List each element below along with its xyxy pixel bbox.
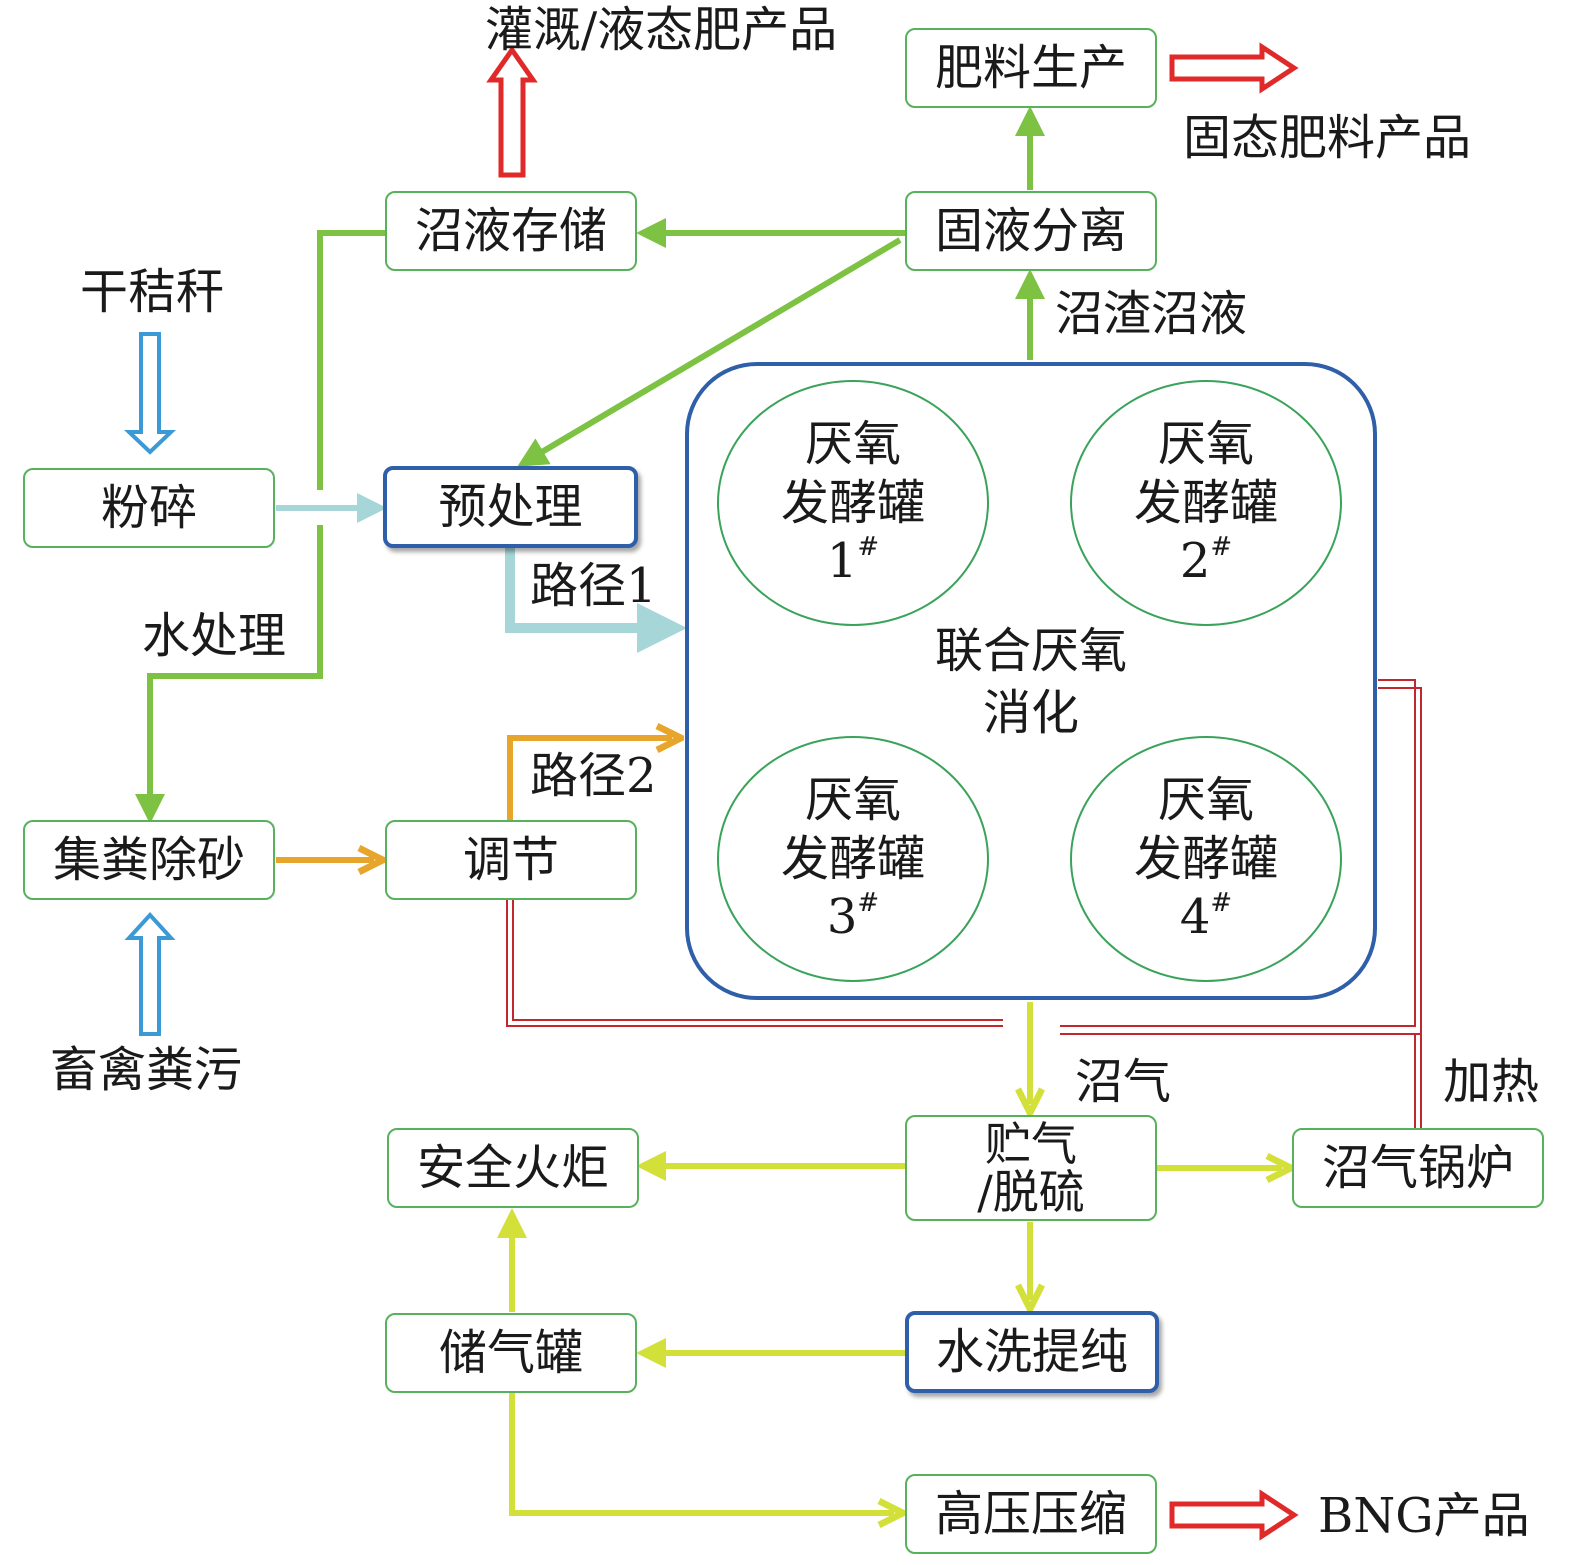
arrow-route2 (507, 738, 672, 820)
bng-product-label: BNG产品 (1318, 1488, 1530, 1544)
tank-2-number-mark: # (1210, 532, 1233, 563)
desulfurization-label: /脱硫 (977, 1165, 1085, 1219)
tank-3-label-line2: 发酵罐 (780, 830, 925, 887)
dry-straw-label: 干秸秆 (80, 264, 225, 320)
adjustment-node: 调节 (385, 820, 637, 900)
cyan-flows (276, 493, 687, 653)
tank-2-label-line2: 发酵罐 (1133, 474, 1278, 531)
anaerobic-tank-3: 厌氧 发酵罐 3# (717, 736, 989, 982)
arrow-route1 (505, 548, 687, 653)
solid-liquid-separation-node: 固液分离 (905, 191, 1157, 271)
tank-3-number: 3# (827, 888, 879, 947)
tank-4-number-value: 4 (1179, 889, 1211, 946)
dry-straw-input-arrow (124, 332, 176, 455)
biogas-slurry-storage-node: 沼液存储 (385, 191, 637, 271)
gas-tank-node: 储气罐 (385, 1313, 637, 1393)
combined-anaerobic-digestion-block (685, 362, 1377, 1000)
combined-digestion-label: 联合厌氧 消化 (880, 620, 1182, 745)
arrow-gas-tank-to-compression (509, 1393, 894, 1513)
tank-1-number-value: 1 (826, 533, 858, 590)
tank-4-label-line2: 发酵罐 (1133, 830, 1278, 887)
arrow-storage-to-manure (150, 230, 385, 815)
tank-3-label-line1: 厌氧 (804, 772, 901, 829)
combined-digestion-label-line1: 联合厌氧 (934, 623, 1127, 679)
bng-product-arrow (1169, 1489, 1299, 1541)
pretreatment-node: 预处理 (383, 466, 638, 548)
route2-label: 路径2 (530, 748, 657, 804)
combined-digestion-label-line2: 消化 (982, 685, 1079, 742)
heating-label: 加热 (1443, 1054, 1540, 1110)
safety-torch-node: 安全火炬 (387, 1128, 639, 1208)
product-arrows (486, 42, 1299, 1541)
tank-4-number: 4# (1180, 888, 1232, 947)
anaerobic-tank-2: 厌氧 发酵罐 2# (1070, 380, 1342, 626)
solid-fertilizer-product-label: 固态肥料产品 (1183, 110, 1472, 166)
water-wash-purification-node: 水洗提纯 (905, 1311, 1159, 1393)
tank-2-number: 2# (1180, 532, 1232, 591)
route1-label: 路径1 (530, 558, 657, 614)
tank-1-label-line1: 厌氧 (804, 416, 901, 473)
crushing-node: 粉碎 (23, 468, 275, 548)
tank-2-number-value: 2 (1179, 533, 1211, 590)
biogas-boiler-node: 沼气锅炉 (1292, 1128, 1544, 1208)
anaerobic-tank-1: 厌氧 发酵罐 1# (717, 380, 989, 626)
irrigation-product-arrow (486, 45, 538, 178)
water-treatment-label: 水处理 (142, 608, 287, 664)
tank-4-label-line1: 厌氧 (1157, 772, 1254, 829)
yellow-flows (497, 1002, 1282, 1513)
heating-pipe (506, 679, 1422, 1128)
manure-sand-removal-node: 集粪除砂 (23, 820, 275, 900)
tank-3-number-value: 3 (826, 889, 858, 946)
fertilizer-production-node: 肥料生产 (905, 28, 1157, 108)
livestock-manure-label: 畜禽粪污 (50, 1042, 243, 1098)
tank-1-number: 1# (827, 532, 879, 591)
tank-3-number-mark: # (857, 888, 880, 919)
anaerobic-tank-4: 厌氧 发酵罐 4# (1070, 736, 1342, 982)
orange-flows (276, 738, 672, 860)
manure-input-arrow (124, 912, 176, 1036)
gas-storage-desulfurization-node: 贮气 /脱硫 (905, 1115, 1157, 1221)
tank-1-label-line2: 发酵罐 (780, 474, 925, 531)
green-flows (150, 106, 1045, 815)
solid-fertilizer-arrow (1169, 42, 1299, 94)
tank-4-number-mark: # (1210, 888, 1233, 919)
tank-1-number-mark: # (857, 532, 880, 563)
gas-storage-label: 贮气 (985, 1116, 1077, 1171)
tank-2-label-line1: 厌氧 (1157, 416, 1254, 473)
biogas-label: 沼气 (1075, 1054, 1172, 1110)
digestate-slurry-label: 沼渣沼液 (1055, 286, 1248, 342)
irrigation-product-label: 灌溉/液态肥产品 (485, 2, 838, 58)
high-pressure-compression-node: 高压压缩 (905, 1474, 1157, 1554)
arrow-separation-to-pretreatment (517, 237, 902, 467)
input-arrows (124, 332, 176, 1036)
